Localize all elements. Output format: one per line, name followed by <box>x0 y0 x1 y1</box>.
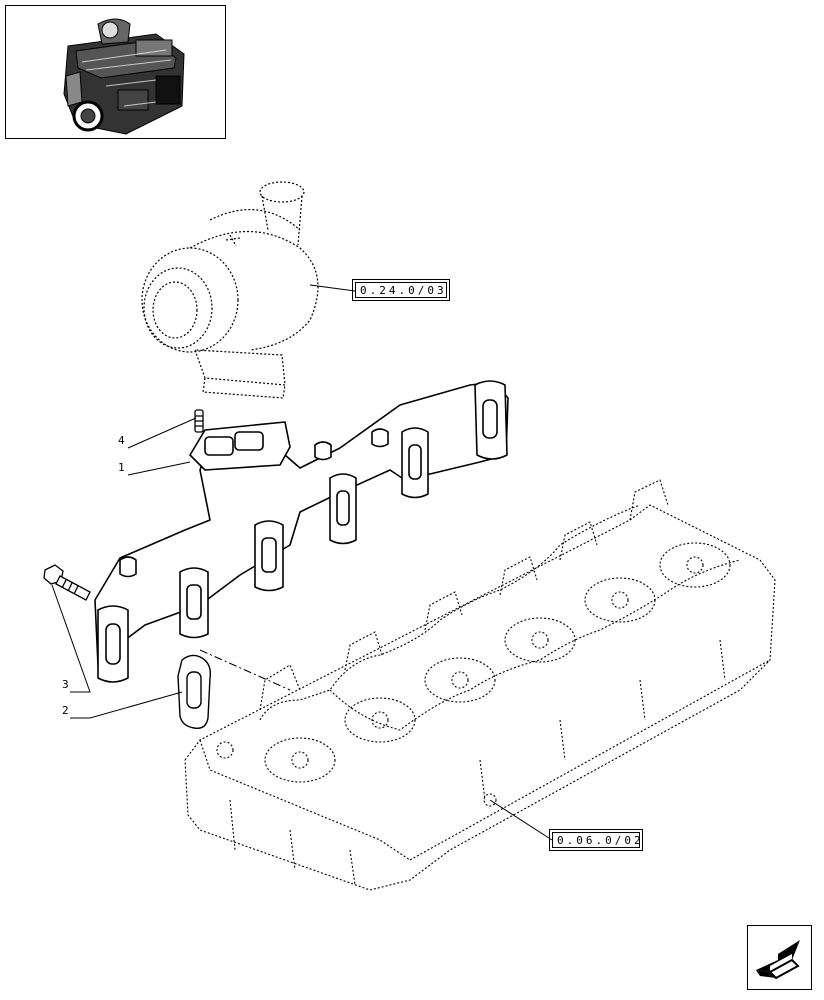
stud <box>194 409 204 433</box>
turbocharger-outline <box>141 181 319 399</box>
exhaust-manifold <box>94 380 509 683</box>
leader-4 <box>127 417 197 449</box>
engine-thumbnail-image <box>63 18 185 135</box>
alignment-line <box>199 649 291 691</box>
callout-4: 4 <box>118 434 125 447</box>
cylinder-head-outline <box>184 479 776 891</box>
bolt <box>43 564 91 601</box>
next-page-arrow-icon <box>756 940 800 980</box>
callout-2: 2 <box>62 704 69 717</box>
cylinder-head-reference-link[interactable]: 0.06.0/02 <box>549 829 643 851</box>
callout-1: 1 <box>118 461 125 474</box>
engine-thumbnail-frame <box>5 5 226 139</box>
leader-3 <box>51 584 91 693</box>
leader-head <box>489 799 553 841</box>
leader-1 <box>127 461 191 476</box>
turbo-reference-link[interactable]: 0.24.0/03 <box>352 279 450 301</box>
leader-2 <box>70 691 183 719</box>
callout-3: 3 <box>62 678 69 691</box>
gasket <box>177 654 212 729</box>
next-page-button[interactable] <box>747 925 812 990</box>
leader-turbo <box>309 284 356 292</box>
callout-leaders <box>51 417 197 719</box>
